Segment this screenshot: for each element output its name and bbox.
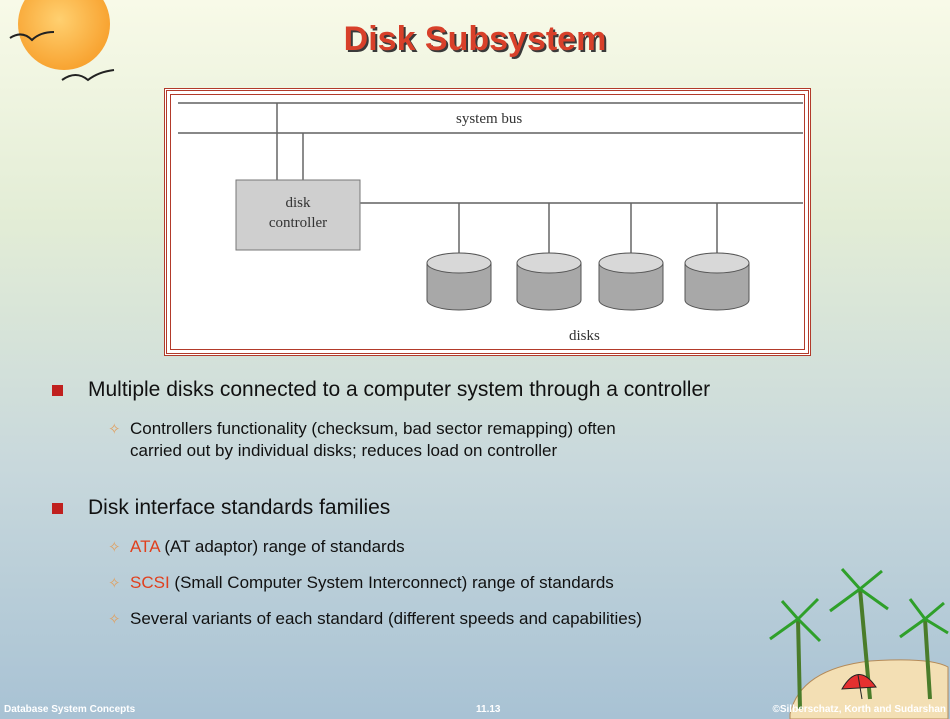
palm-trees-icon: [769, 567, 949, 719]
pin-bullet-icon: ✧: [108, 421, 121, 438]
controller-label-line2: controller: [269, 215, 327, 231]
pin-bullet-icon: ✧: [108, 539, 121, 556]
bullet-text: Multiple disks connected to a computer s…: [88, 378, 711, 401]
slide-title: Disk Subsystem: [343, 20, 607, 58]
footer-right: ©Silberschatz, Korth and Sudarshan: [772, 704, 946, 715]
bullet-text: Disk interface standards families: [88, 496, 391, 519]
pin-bullet-icon: ✧: [108, 611, 121, 628]
disk-subsystem-figure: system bus disk controller: [164, 88, 811, 356]
scsi-highlight: SCSI: [130, 573, 170, 592]
sub-bullet-text-line2: carried out by individual disks; reduces…: [130, 441, 558, 460]
ata-highlight: ATA: [130, 537, 160, 556]
sub-bullet-text-line1: Controllers functionality (checksum, bad…: [130, 419, 616, 438]
sub-bullet-text: Several variants of each standard (diffe…: [130, 609, 642, 628]
sub-bullet-text: (AT adaptor) range of standards: [159, 537, 405, 556]
disk-icon: [598, 252, 664, 311]
sub-bullet-text: (Small Computer System Interconnect) ran…: [169, 573, 614, 592]
footer-page-number: 11.13: [476, 704, 501, 715]
disk-subsystem-diagram: system bus disk controller: [178, 102, 803, 344]
disks-label: disks: [569, 328, 600, 344]
square-bullet-icon: [52, 385, 63, 396]
controller-label-line1: disk: [285, 195, 311, 211]
bird-icon: [61, 69, 115, 82]
pin-bullet-icon: ✧: [108, 575, 121, 592]
disk-controller-box: [235, 179, 361, 251]
square-bullet-icon: [52, 503, 63, 514]
bird-icon: [9, 31, 55, 42]
disk-icon: [516, 252, 582, 311]
footer-left: Database System Concepts: [4, 704, 136, 715]
system-bus-label: system bus: [456, 111, 522, 127]
disk-icon: [684, 252, 750, 311]
disk-icon: [426, 252, 492, 311]
